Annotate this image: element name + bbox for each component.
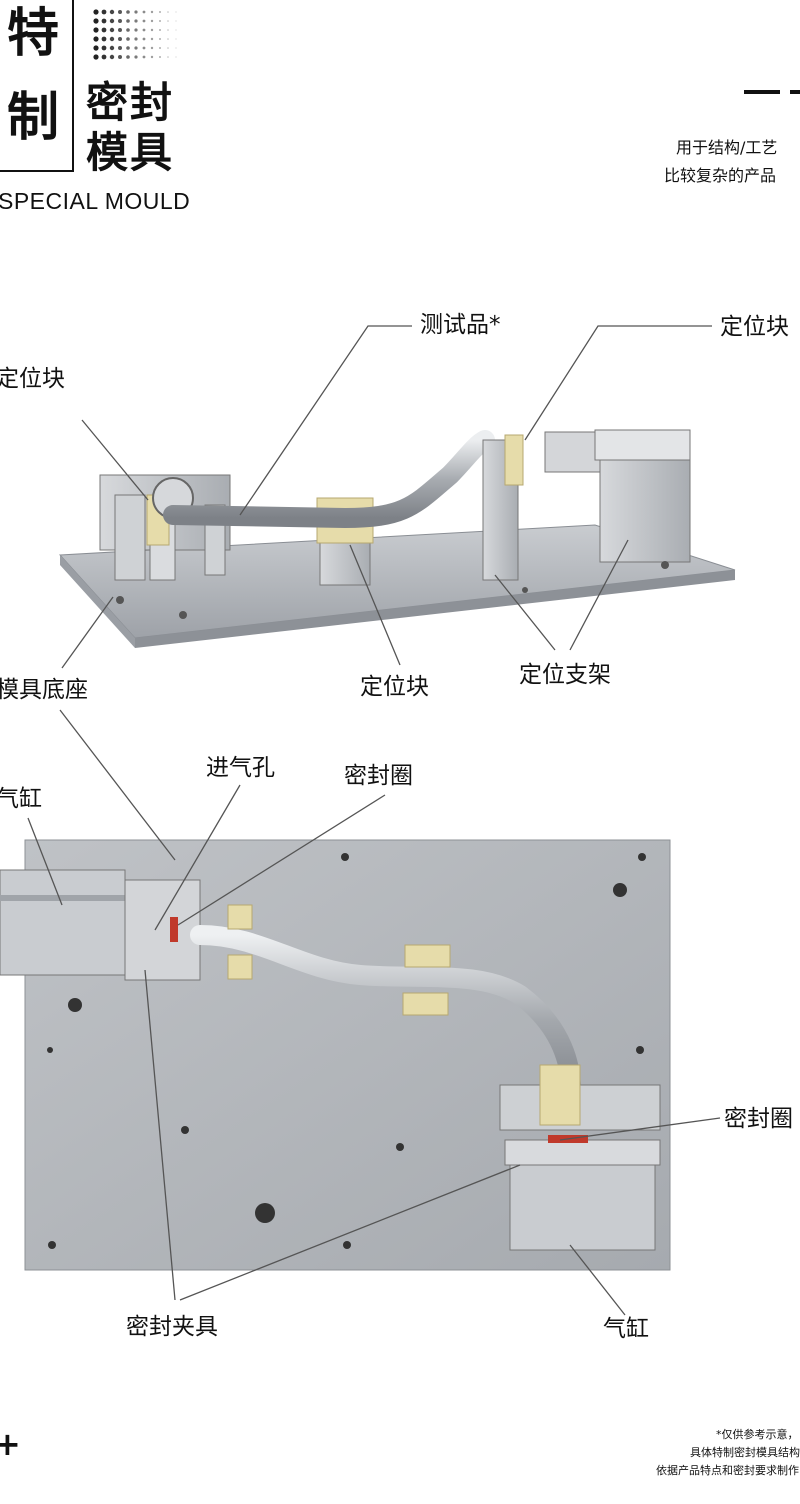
footnote-line-2: 具体特制密封模具结构 (690, 1446, 800, 1459)
label-locator-right: 定位块 (720, 314, 789, 340)
footnote-line-1: *仅供参考示意， (716, 1428, 799, 1441)
footnote-line-3: 依据产品特点和密封要求制作 (656, 1464, 799, 1477)
label-cylinder-bottom: 气缸 (603, 1316, 649, 1342)
label-cylinder-left: 气缸 (0, 786, 42, 812)
label-mould-base: 模具底座 (0, 677, 88, 703)
dot-pattern-icon (93, 9, 177, 60)
intro-line-2: 比较复杂的产品 (664, 166, 777, 185)
plus-icon: + (0, 1425, 21, 1463)
title-frame: 特 制 (0, 0, 74, 172)
label-locator-left: 定位块 (0, 366, 65, 392)
mould-top-view-illustration (0, 839, 671, 1271)
title-char-2: 制 (6, 88, 59, 148)
label-locator-bottom: 定位块 (360, 674, 429, 700)
label-locating-bracket: 定位支架 (519, 662, 611, 688)
intro-line-1: 用于结构/工艺 (676, 138, 778, 157)
label-seal-fixture: 密封夹具 (126, 1314, 218, 1340)
label-seal-ring-top: 密封圈 (344, 763, 413, 789)
dash-divider-short (790, 90, 800, 94)
title-sub-line1: 密封 (86, 78, 175, 127)
label-seal-ring-right: 密封圈 (724, 1106, 793, 1132)
mould-perspective-illustration (58, 429, 736, 648)
title-sub-line2: 模具 (86, 128, 175, 177)
dash-divider (744, 90, 780, 94)
title-char-1: 特 (6, 4, 59, 64)
english-title: SPECIAL MOULD (0, 188, 191, 214)
label-air-inlet: 进气孔 (206, 755, 275, 781)
label-test-piece: 测试品* (420, 312, 501, 338)
